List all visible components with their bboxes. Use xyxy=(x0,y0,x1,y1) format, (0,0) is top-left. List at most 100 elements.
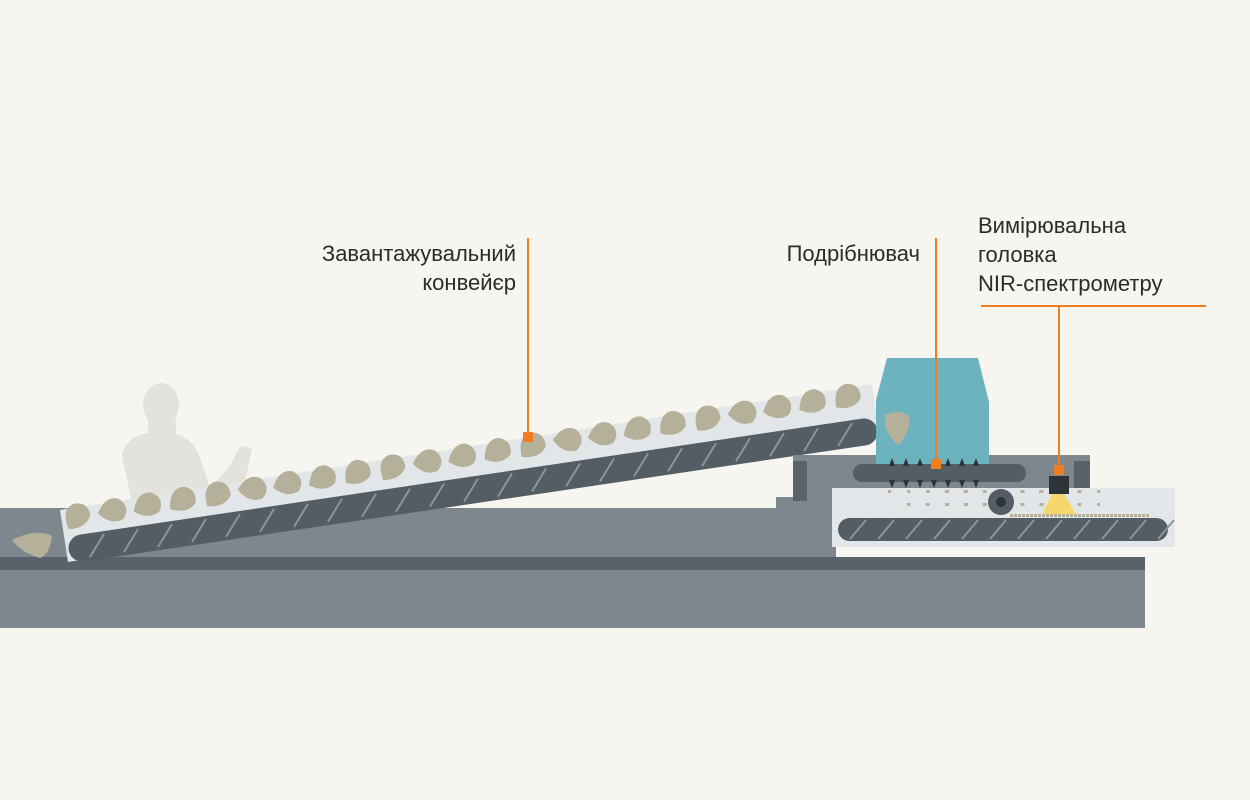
label-line: конвейєр xyxy=(422,270,516,295)
particle xyxy=(1122,514,1125,517)
base-body xyxy=(0,570,1145,628)
particle xyxy=(1106,514,1109,517)
particle xyxy=(1026,514,1029,517)
particle xyxy=(1134,514,1137,517)
belt-stripe xyxy=(599,457,615,482)
seed xyxy=(587,422,617,446)
seed xyxy=(237,476,267,500)
particle xyxy=(926,503,930,506)
particle xyxy=(1021,503,1025,506)
loading-conveyor-belt xyxy=(68,418,878,562)
seed xyxy=(309,465,336,489)
belt-stripe xyxy=(1157,519,1175,540)
particle xyxy=(1010,514,1013,517)
belt-stripe xyxy=(157,523,173,548)
belt-stripe xyxy=(1045,519,1063,540)
belt-stripe xyxy=(191,518,207,543)
belt-stripe xyxy=(259,508,275,533)
particle xyxy=(1118,514,1121,517)
belt-stripe xyxy=(395,488,411,513)
particle xyxy=(964,490,968,493)
label-line: Вимірювальна xyxy=(978,213,1127,238)
seed-in-hopper xyxy=(884,411,910,445)
seed xyxy=(695,405,721,431)
particle xyxy=(888,490,891,493)
particle xyxy=(1142,514,1145,517)
callout-lines xyxy=(527,238,1206,470)
particle xyxy=(1102,514,1105,517)
belt-stripe xyxy=(429,483,445,508)
particle xyxy=(983,490,987,493)
particle xyxy=(1054,514,1057,517)
belt-stripe xyxy=(1101,519,1119,540)
belt-stripe xyxy=(463,478,479,503)
seed xyxy=(133,492,162,516)
belt-stripe xyxy=(961,519,979,540)
particle xyxy=(1098,514,1101,517)
platform-step xyxy=(776,497,836,558)
belt-stripe xyxy=(565,462,581,487)
label-line: головка xyxy=(978,242,1057,267)
particle xyxy=(1050,514,1053,517)
particle xyxy=(1082,514,1085,517)
belt-stripe xyxy=(225,513,241,538)
particle xyxy=(1074,514,1077,517)
particle xyxy=(907,503,911,506)
seed xyxy=(623,416,651,440)
seed xyxy=(12,532,52,558)
seeds xyxy=(12,383,861,558)
belt-stripe xyxy=(769,432,785,457)
belt-stripe xyxy=(849,519,867,540)
particle xyxy=(1078,503,1082,506)
particle xyxy=(1138,514,1141,517)
particle xyxy=(965,503,968,506)
belt-stripe xyxy=(293,503,309,528)
spike xyxy=(973,458,979,488)
shredder-hopper xyxy=(876,358,989,468)
belt-stripe xyxy=(531,467,547,493)
particle xyxy=(1042,514,1045,517)
particle xyxy=(1046,514,1049,517)
particle xyxy=(1078,514,1081,517)
label-shredder: Подрібнювач xyxy=(786,241,920,266)
seed xyxy=(660,410,686,435)
belt-stripe xyxy=(701,442,717,467)
seed xyxy=(835,383,861,409)
particle xyxy=(1086,514,1089,517)
seed xyxy=(380,454,406,481)
particle xyxy=(983,503,987,506)
belt-stripe xyxy=(989,519,1007,540)
spike xyxy=(917,458,923,488)
measurement-belt xyxy=(838,518,1168,541)
seed xyxy=(273,470,302,495)
particle xyxy=(1090,514,1093,517)
label-nir-head: Вимірювальна головка NIR-спектрометру xyxy=(978,211,1162,298)
particle xyxy=(1114,514,1117,517)
particle xyxy=(1058,514,1061,517)
particle xyxy=(1146,514,1149,517)
nir-light-cone xyxy=(1042,494,1076,514)
belt-stripe xyxy=(877,519,895,540)
seed xyxy=(799,389,826,413)
callout-markers xyxy=(523,432,1064,475)
particle xyxy=(1097,490,1101,493)
belt-stripe xyxy=(1129,519,1147,540)
particle xyxy=(946,490,949,493)
particle xyxy=(907,490,911,493)
particle xyxy=(1070,514,1073,517)
belt-stripe xyxy=(735,437,751,462)
seed xyxy=(205,481,231,507)
belt-stripe xyxy=(633,452,649,477)
seed xyxy=(170,486,196,511)
seed xyxy=(763,394,792,419)
particle xyxy=(1094,514,1097,517)
particle xyxy=(1021,490,1025,493)
spike xyxy=(889,458,895,488)
spike xyxy=(903,458,909,488)
base-stripe xyxy=(0,557,1145,570)
particle xyxy=(1110,514,1113,517)
seed xyxy=(412,449,442,473)
belt-stripe xyxy=(933,519,951,540)
